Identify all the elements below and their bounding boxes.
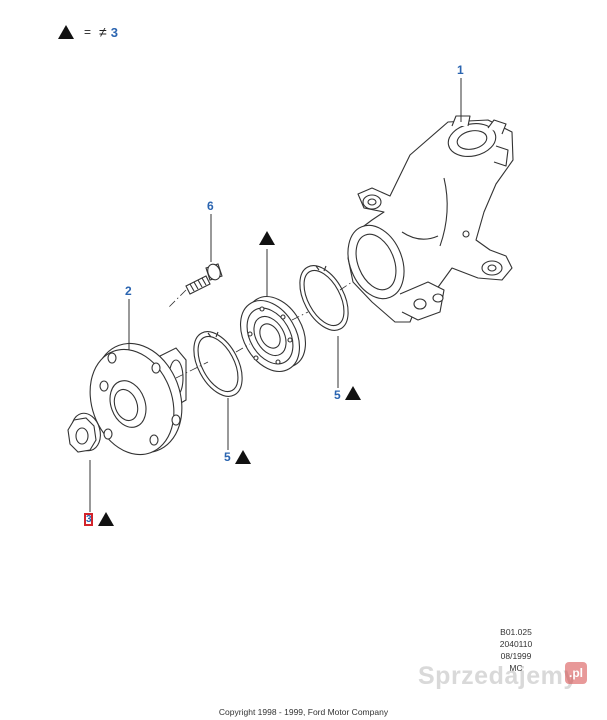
reference-code: B01.025	[500, 627, 532, 637]
snap-ring-inner	[193, 331, 243, 397]
callout-knuckle: 1	[457, 63, 464, 77]
wheel-bearing	[239, 296, 307, 372]
callout-snap-ring-outer: 5	[334, 388, 341, 402]
warning-triangle-icon	[235, 450, 251, 464]
warning-triangle-icon	[58, 25, 74, 39]
hub-nut	[67, 412, 101, 453]
warning-triangle-icon	[98, 512, 114, 526]
watermark-badge: .pl	[565, 662, 587, 684]
callout-nut-highlight: 3	[84, 513, 93, 526]
callout-nut: 3	[86, 514, 92, 525]
reference-date: 08/1999	[500, 651, 532, 661]
steering-knuckle	[347, 115, 514, 323]
legend-value: 3	[110, 24, 118, 40]
wheel-bolt	[185, 263, 223, 295]
callout-bolt: 6	[207, 199, 214, 213]
reference-block: B01.025 2040110 08/1999 MC	[478, 626, 554, 674]
assembly-axis-line	[167, 281, 353, 379]
legend-not-equal: ≠	[99, 24, 107, 40]
callout-snap-ring-inner: 5	[224, 450, 231, 464]
warning-triangle-icon	[345, 386, 361, 400]
legend-equals: =	[84, 25, 92, 39]
legend: = ≠ 3	[58, 22, 118, 42]
reference-model: MC	[509, 663, 523, 673]
callout-hub: 2	[125, 284, 132, 298]
callout-leader-lines	[89, 78, 462, 512]
wheel-hub	[89, 342, 187, 456]
reference-number: 2040110	[499, 639, 533, 649]
watermark-text: Sprzedajemy	[418, 662, 578, 690]
copyright-text: Copyright 1998 - 1999, Ford Motor Compan…	[218, 707, 389, 717]
warning-triangle-icon	[259, 231, 275, 245]
